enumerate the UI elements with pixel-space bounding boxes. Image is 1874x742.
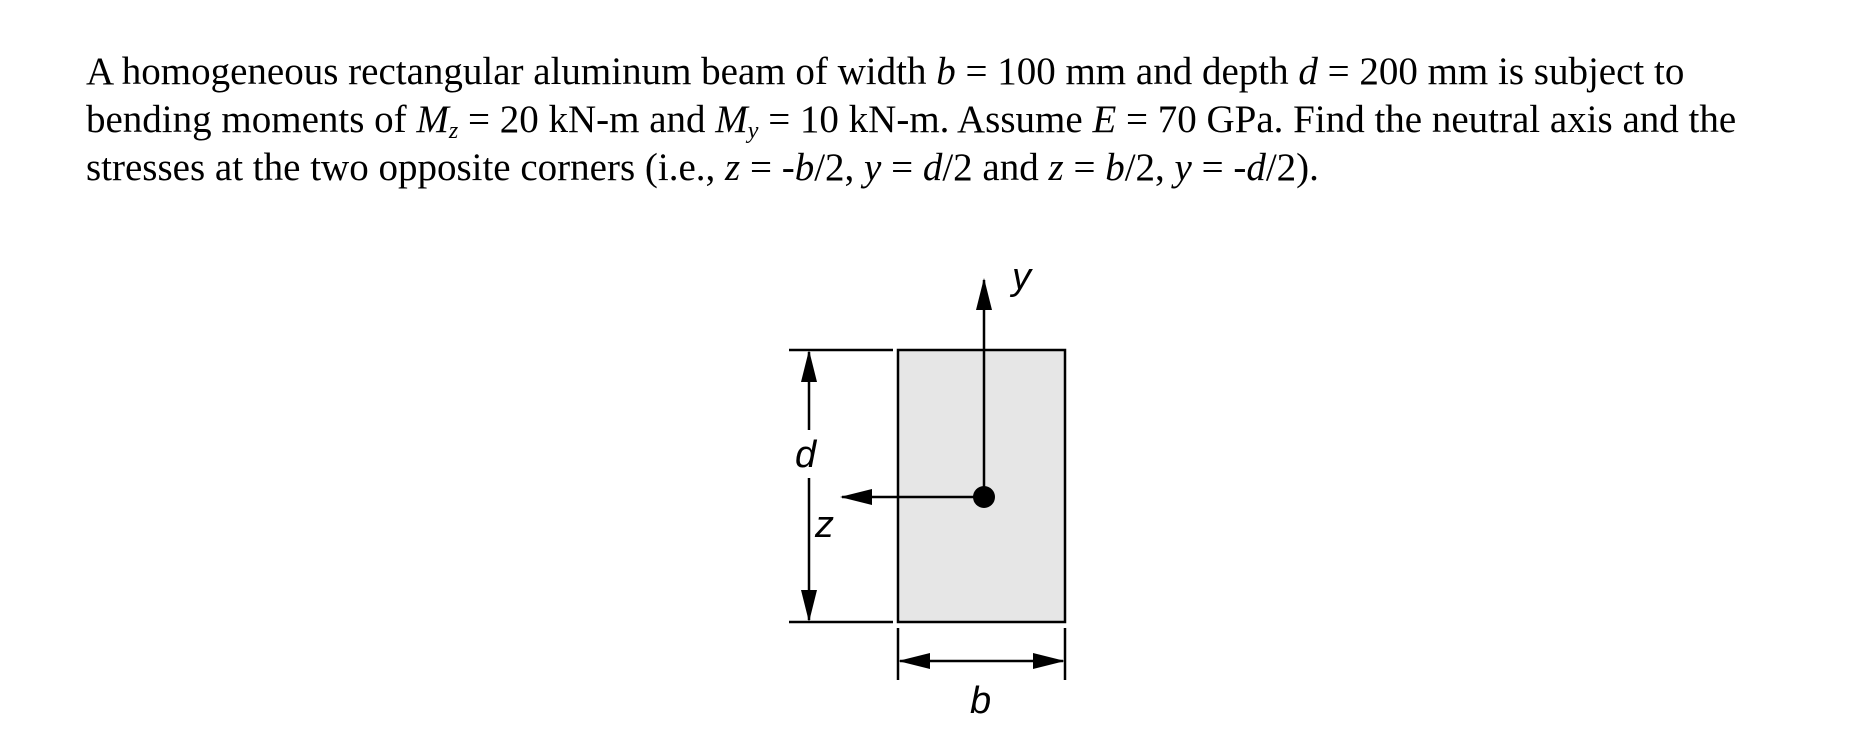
problem-text: = - [1191,146,1247,189]
var-y: y [864,146,882,189]
var-z: z [1048,146,1064,189]
var-b: b [794,146,815,189]
problem-text: = 10 kN-m. Assume [758,98,1093,141]
problem-text: = - [740,146,795,189]
problem-statement: A homogeneous rectangular aluminum beam … [86,48,1806,192]
problem-text: = 20 kN-m and [458,98,716,141]
depth-label: d [795,434,818,476]
problem-text: = 70 GPa. Find the neutral axis and the … [86,98,1737,189]
var-z: z [725,146,741,189]
var-E: E [1092,98,1117,141]
var-My-subscript: y [747,118,759,144]
problem-text: = [881,146,923,189]
z-axis-label: z [814,504,834,546]
problem-text: /2, [814,146,865,189]
problem-text: /2 and [942,146,1049,189]
var-d: d [1246,146,1266,189]
width-label: b [970,680,991,722]
problem-text: = [1063,146,1106,189]
var-d: d [1298,50,1318,93]
var-My: M [715,98,748,141]
problem-text: /2, [1124,146,1175,189]
var-Mz-subscript: z [448,118,459,144]
problem-text: = 200 mm is subject to bending moments o… [86,50,1685,141]
y-axis-label: y [1009,256,1033,298]
problem-text: = 100 mm and depth [955,50,1299,93]
var-y: y [1174,146,1192,189]
var-b: b [936,50,956,93]
var-Mz: M [416,98,449,141]
beam-section-rectangle [896,348,1067,624]
problem-text: /2). [1265,146,1319,189]
problem-text: A homogeneous rectangular aluminum beam … [86,50,937,93]
centroid-dot [973,486,995,508]
var-d: d [922,146,943,189]
var-b: b [1105,146,1125,189]
